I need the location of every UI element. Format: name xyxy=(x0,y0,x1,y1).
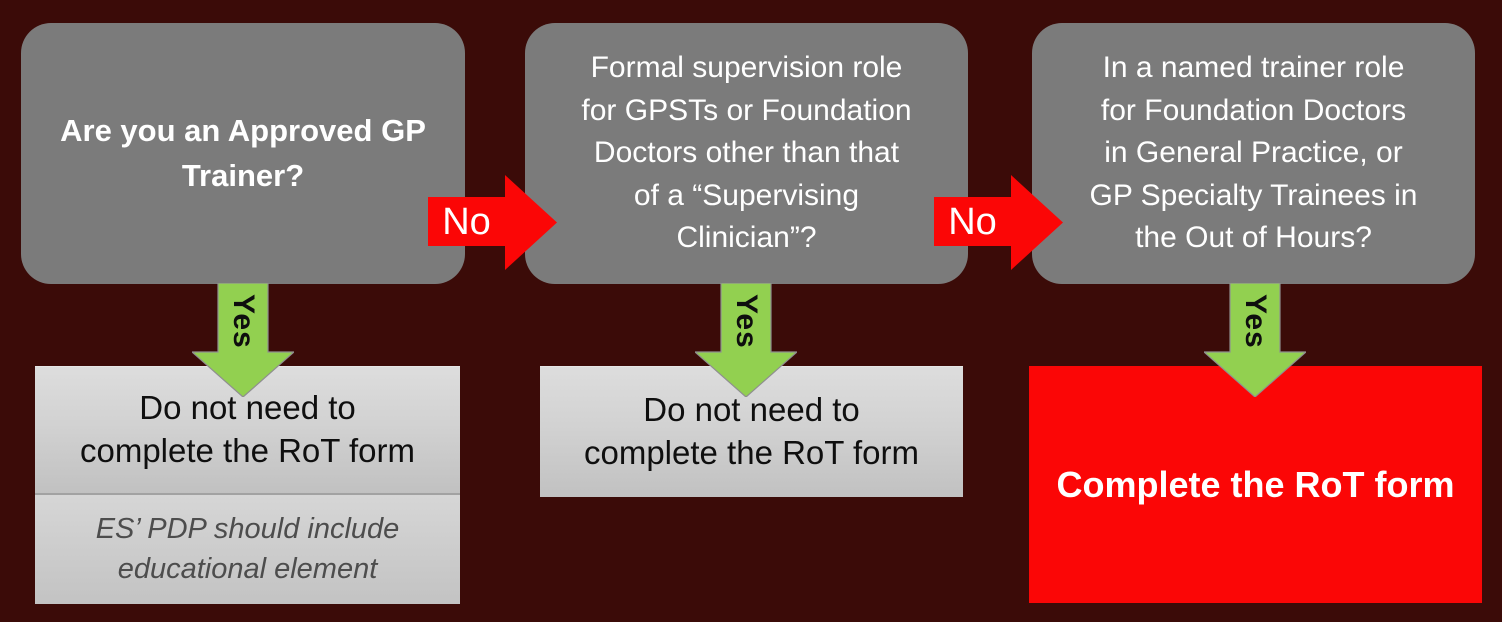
yes-arrow-2: Yes xyxy=(695,283,797,397)
question-text: Formal supervision role for GPSTs or Fou… xyxy=(581,51,912,255)
no-arrow-1: No xyxy=(428,175,557,270)
no-arrow-label: No xyxy=(948,200,997,243)
down-arrow-icon xyxy=(192,283,294,397)
yes-arrow-label: Yes xyxy=(730,294,763,349)
yes-arrow-1: Yes xyxy=(192,283,294,397)
question-box-named-trainer-role: In a named trainer role for Foundation D… xyxy=(1032,23,1475,284)
yes-arrow-label: Yes xyxy=(227,294,260,349)
question-text: Are you an Approved GP Trainer? xyxy=(60,112,426,193)
question-box-formal-supervision-role: Formal supervision role for GPSTs or Fou… xyxy=(525,23,968,284)
yes-arrow-3: Yes xyxy=(1204,283,1306,397)
right-arrow-icon xyxy=(428,175,557,270)
outcome-note: ES’ PDP should include educational eleme… xyxy=(35,493,460,604)
right-arrow-icon xyxy=(934,175,1063,270)
question-box-approved-gp-trainer: Are you an Approved GP Trainer? xyxy=(21,23,465,284)
outcome-text: Complete the RoT form xyxy=(1056,463,1455,505)
yes-arrow-label: Yes xyxy=(1239,294,1272,349)
question-text: In a named trainer role for Foundation D… xyxy=(1089,51,1418,255)
outcome-box-no-rot-form-1: Do not need to complete the RoT form ES’… xyxy=(35,366,460,604)
no-arrow-label: No xyxy=(442,200,491,243)
no-arrow-2: No xyxy=(934,175,1063,270)
down-arrow-icon xyxy=(695,283,797,397)
outcome-box-complete-rot-form: Complete the RoT form xyxy=(1029,366,1482,603)
down-arrow-icon xyxy=(1204,283,1306,397)
